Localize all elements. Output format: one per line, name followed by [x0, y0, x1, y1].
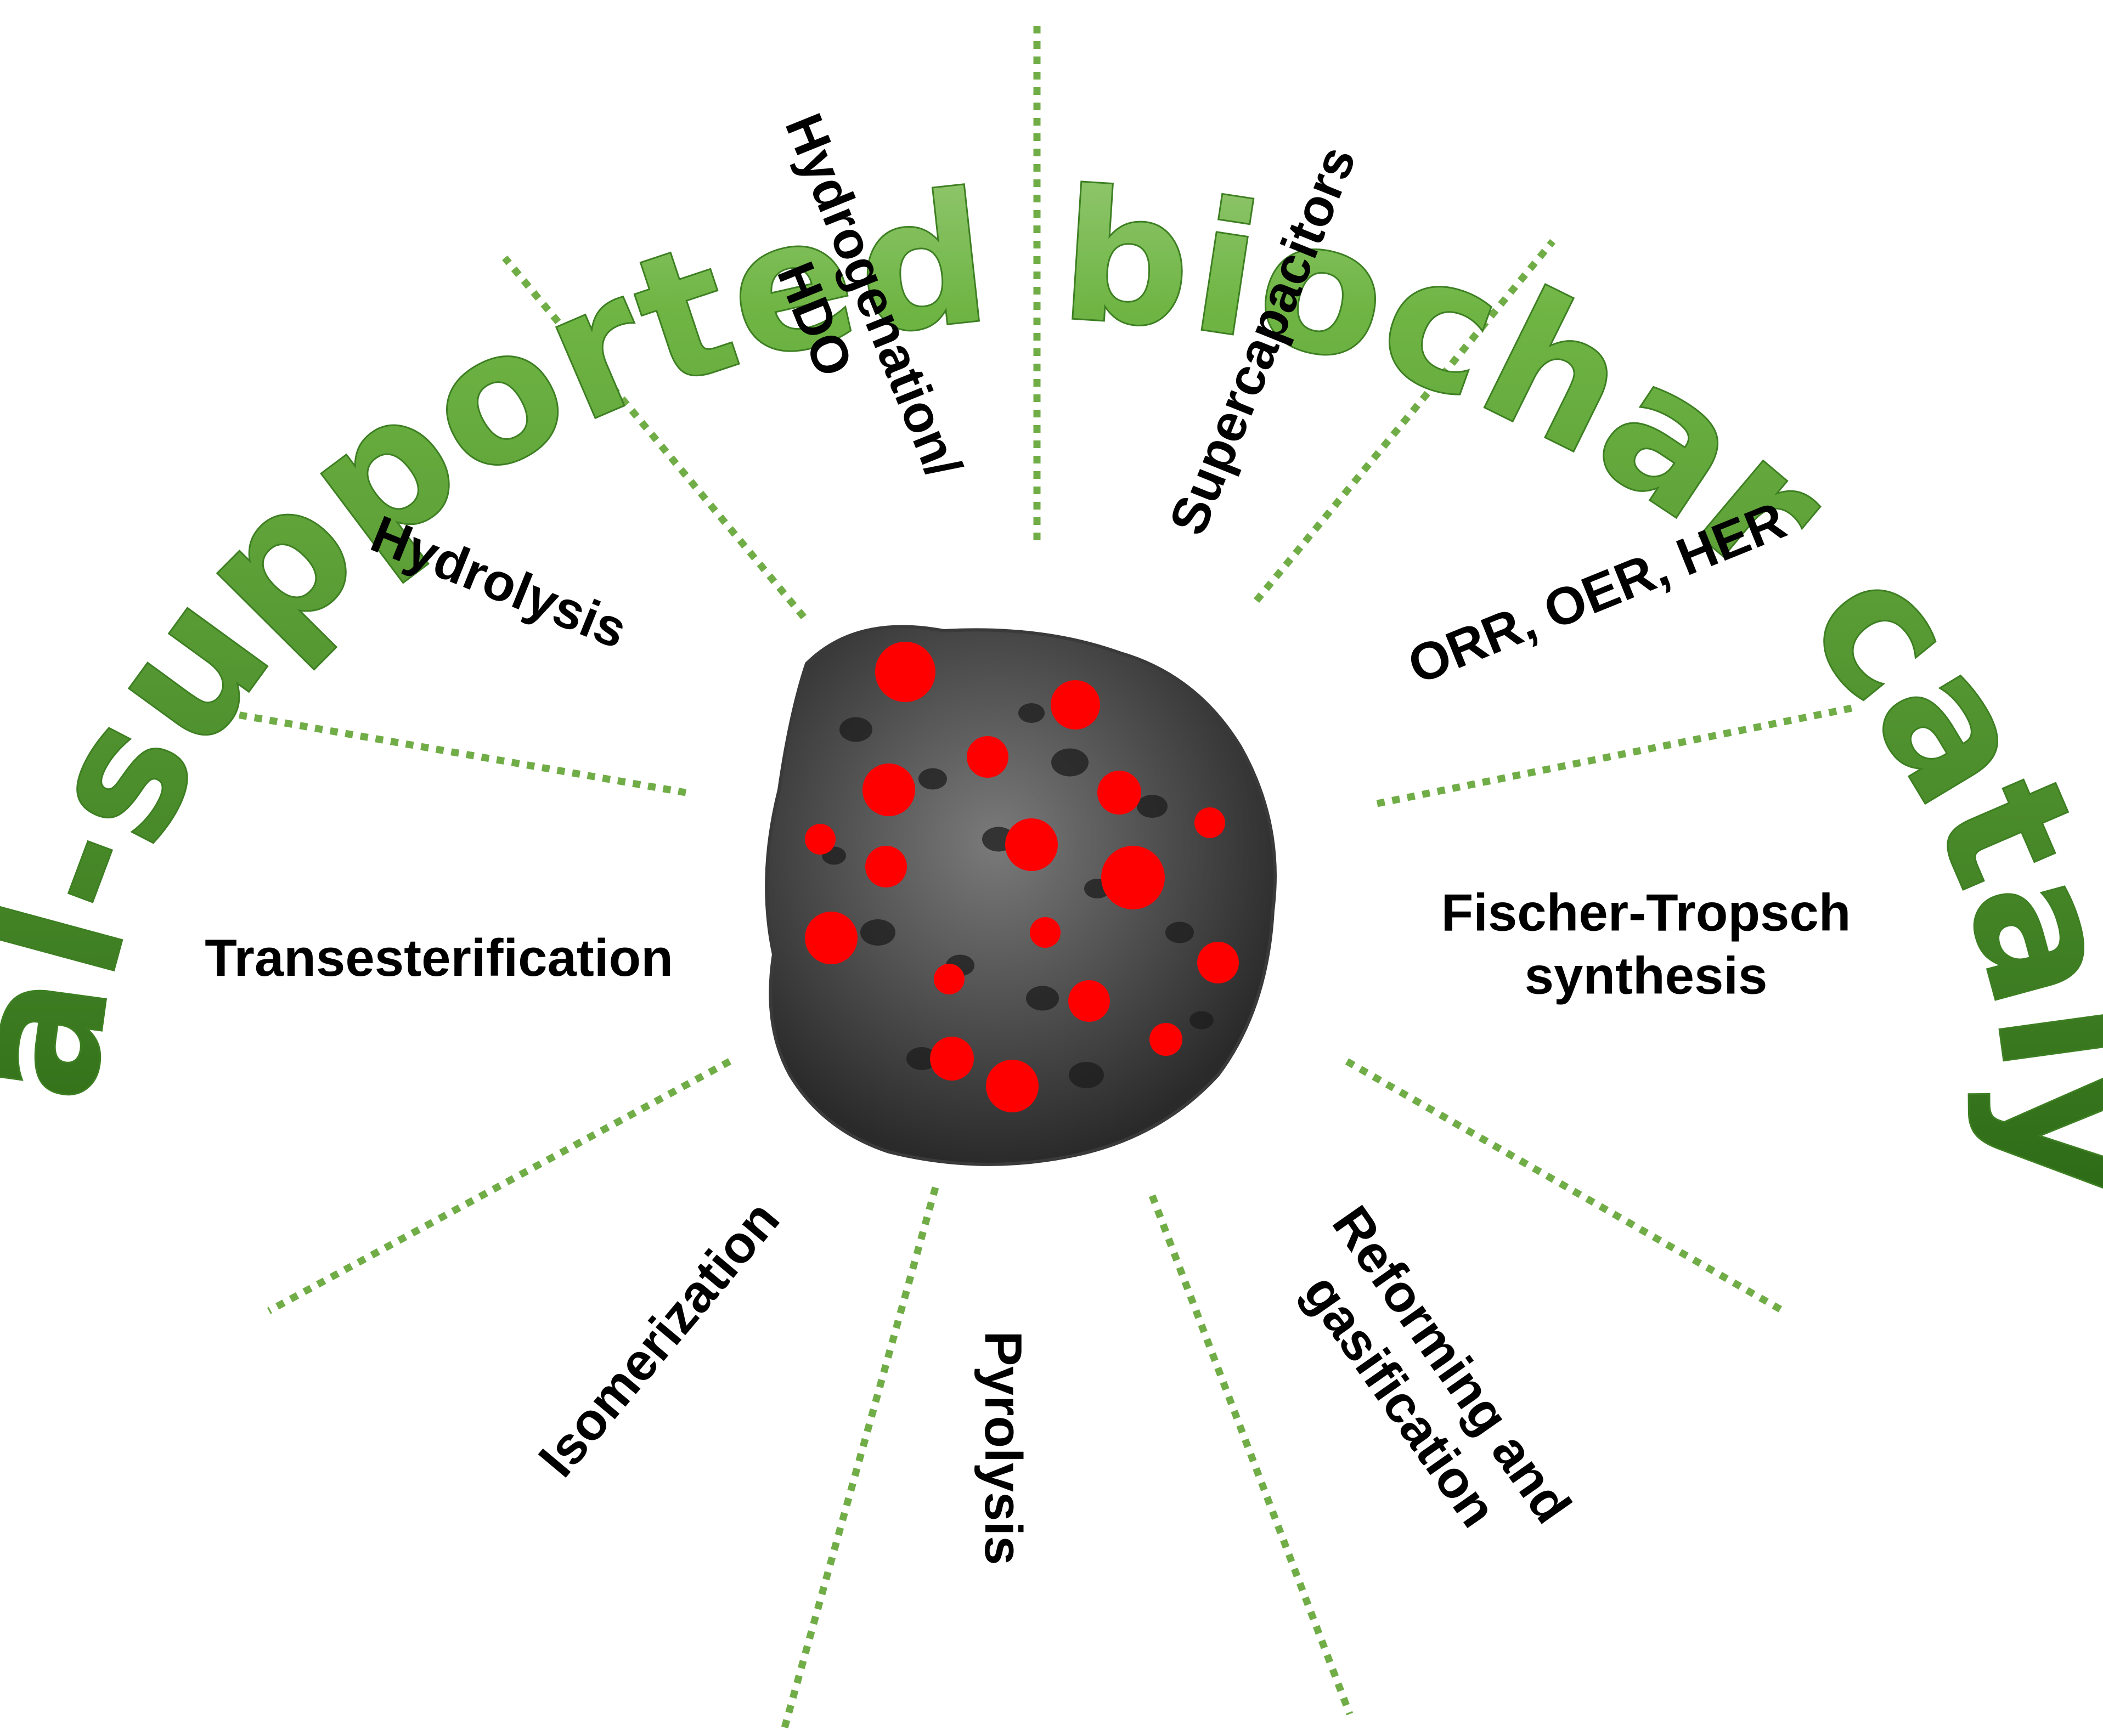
metal-nanoparticle — [1149, 1023, 1182, 1056]
metal-nanoparticle — [1030, 917, 1061, 948]
label-line: Fischer-Tropsch — [1441, 884, 1851, 942]
spoke-line — [1376, 704, 1856, 807]
metal-nanoparticle — [1197, 942, 1239, 983]
pore — [1018, 703, 1045, 723]
metal-nanoparticle — [875, 642, 935, 702]
metal-nanoparticle — [805, 912, 858, 964]
metal-nanoparticle — [1068, 980, 1110, 1022]
metal-nanoparticle — [934, 964, 965, 994]
pore — [839, 717, 872, 742]
pore — [918, 768, 947, 790]
pore — [1189, 1011, 1214, 1030]
pore — [906, 1047, 937, 1070]
label-line: Isomerization — [527, 1190, 791, 1488]
metal-nanoparticle — [1005, 818, 1058, 871]
metal-nanoparticle — [1097, 771, 1141, 815]
metal-nanoparticle — [1101, 846, 1165, 909]
label-line: synthesis — [1525, 947, 1768, 1005]
spoke-line — [1345, 1058, 1785, 1314]
spoke-line — [267, 1058, 732, 1314]
pore — [1137, 795, 1168, 818]
metal-nanoparticle — [967, 736, 1008, 778]
metal-nanoparticle — [1194, 807, 1225, 838]
spoke-line — [163, 698, 687, 796]
label-line: Transesterification — [205, 929, 673, 987]
pore — [1069, 1062, 1104, 1088]
metal-nanoparticles — [805, 642, 1239, 1112]
spoke-line — [1148, 1194, 1354, 1716]
biochar-particle — [765, 625, 1277, 1166]
pore — [1165, 921, 1194, 943]
label-reforming: Reforming andgasification — [1270, 1196, 1582, 1570]
metal-nanoparticle — [805, 824, 836, 855]
label-line: Pyrolysis — [974, 1331, 1033, 1565]
spoke-line — [781, 1186, 939, 1729]
label-transesterification: Transesterification — [205, 929, 673, 987]
spoke-lines — [163, 22, 1856, 1729]
metal-nanoparticle — [930, 1037, 974, 1081]
spoke-line — [502, 255, 807, 620]
metal-nanoparticle — [986, 1060, 1039, 1112]
pore — [860, 919, 895, 946]
label-isomerization: Isomerization — [527, 1190, 791, 1488]
metal-nanoparticle — [1051, 680, 1100, 730]
metal-nanoparticle — [865, 846, 907, 887]
label-pyrolysis: Pyrolysis — [974, 1331, 1033, 1565]
metal-nanoparticle — [862, 764, 915, 816]
spoke-line — [1253, 239, 1556, 603]
pore — [1026, 986, 1059, 1011]
pore — [1051, 748, 1089, 777]
biochar-body — [765, 625, 1277, 1166]
